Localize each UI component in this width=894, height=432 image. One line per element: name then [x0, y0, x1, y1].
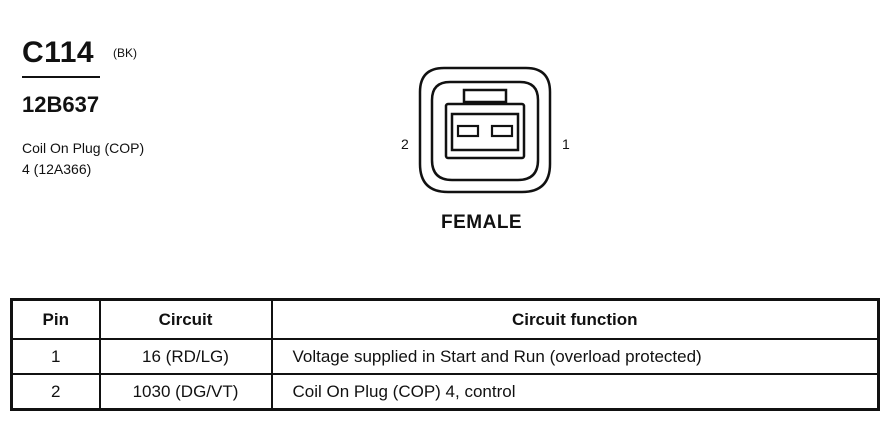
pin-cavity-1 — [490, 124, 514, 138]
connector-inner-housing — [430, 80, 540, 182]
cell-pin: 2 — [10, 373, 101, 411]
cell-circuit-function: Voltage supplied in Start and Run (overl… — [270, 338, 880, 375]
connector-cavity-block — [444, 102, 526, 160]
connector-gender-label: FEMALE — [441, 212, 523, 233]
pin-label-right: 1 — [562, 136, 570, 152]
cell-circuit: 16 (RD/LG) — [98, 338, 273, 375]
table-header-row: Pin Circuit Circuit function — [10, 298, 880, 340]
pinout-table: Pin Circuit Circuit function 1 16 (RD/LG… — [10, 298, 880, 411]
connector-color-code: (BK) — [113, 46, 137, 60]
cell-circuit: 1030 (DG/VT) — [98, 373, 273, 411]
header-circuit: Circuit — [98, 298, 273, 340]
component-description-detail: 4 (12A366) — [22, 161, 92, 177]
header-pin: Pin — [10, 298, 101, 340]
table-row: 1 16 (RD/LG) Voltage supplied in Start a… — [10, 338, 880, 375]
header-circuit-function: Circuit function — [270, 298, 880, 340]
cell-pin: 1 — [10, 338, 101, 375]
connector-latch — [462, 88, 508, 104]
component-description: Coil On Plug (COP) — [22, 140, 145, 156]
connector-cavity-inner — [450, 112, 520, 152]
connector-face-drawing — [418, 66, 552, 194]
cell-circuit-function: Coil On Plug (COP) 4, control — [270, 373, 880, 411]
pin-label-left: 2 — [401, 136, 409, 152]
connector-id: C114 — [22, 36, 95, 69]
connector-outer-housing — [418, 66, 552, 194]
table-row: 2 1030 (DG/VT) Coil On Plug (COP) 4, con… — [10, 373, 880, 411]
pin-cavity-2 — [456, 124, 480, 138]
part-number: 12B637 — [22, 92, 100, 117]
header-divider — [22, 76, 100, 78]
